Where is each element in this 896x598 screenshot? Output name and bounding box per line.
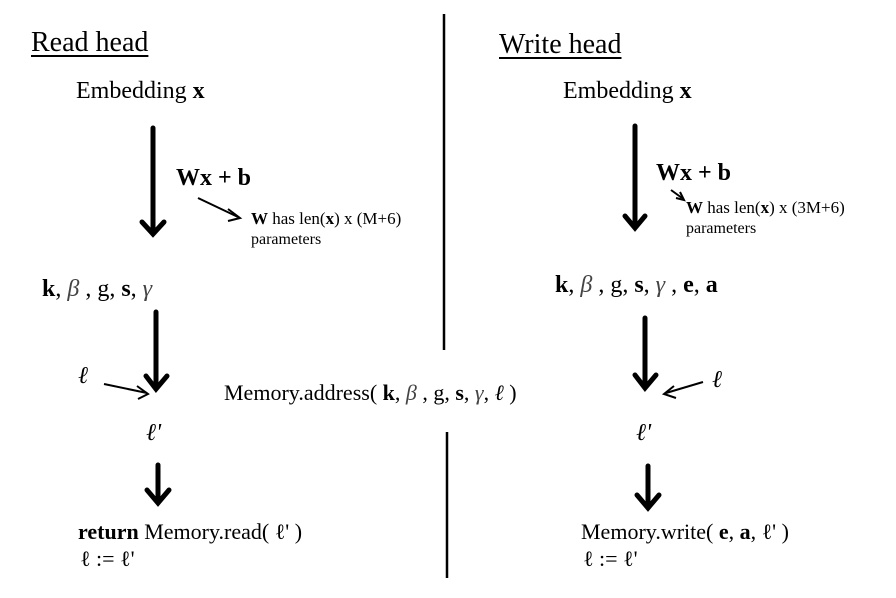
address-param-ell: ℓ xyxy=(494,380,504,405)
read-arrow-embedding-to-params xyxy=(139,125,167,238)
read-return-line: return Memory.read( ℓ' ) xyxy=(78,521,302,543)
write-ell-input: ℓ xyxy=(712,367,722,393)
address-close: ) xyxy=(509,380,517,405)
address-param-s: s xyxy=(455,380,464,405)
read-embedding-x: x xyxy=(192,78,205,104)
write-arrow-ell-in xyxy=(661,381,704,399)
read-w-note-line1: W has len(x) x (M+6) xyxy=(251,210,401,227)
write-embedding-label: Embedding x xyxy=(563,79,692,103)
write-param-list: k, β , g, s, γ , e, a xyxy=(555,272,718,298)
read-param-gamma: γ xyxy=(142,276,153,302)
write-ell-prime: ℓ' xyxy=(636,420,652,446)
write-param-a: a xyxy=(705,272,718,298)
read-param-list: k, β , g, s, γ xyxy=(42,276,153,302)
address-param-k: k xyxy=(382,380,395,405)
read-arrow-ell-in xyxy=(103,383,150,400)
read-param-k: k xyxy=(42,276,56,302)
write-call-e: e xyxy=(718,519,729,544)
read-ell-prime: ℓ' xyxy=(146,420,162,446)
address-param-gamma: γ xyxy=(474,380,484,405)
write-embedding-x: x xyxy=(679,78,692,104)
read-embedding-word: Embedding xyxy=(76,78,187,104)
write-param-gamma: γ xyxy=(655,272,666,298)
read-return-keyword: return xyxy=(78,519,139,544)
write-arrow-params-to-ell xyxy=(632,315,659,392)
write-param-k: k xyxy=(555,272,569,298)
memory-address-call: Memory.address( k, β , g, s, γ, ℓ ) xyxy=(224,380,517,405)
write-arrow-ell-to-write xyxy=(634,463,662,512)
read-arrow-ell-to-return xyxy=(144,462,172,507)
read-param-g: g xyxy=(97,276,110,302)
read-linear-label: Wx + b xyxy=(176,165,252,191)
write-call-prefix: Memory.write( xyxy=(581,519,714,544)
write-w-x: x xyxy=(760,198,770,217)
write-w-note-parameters: parameters xyxy=(686,220,757,237)
read-embedding-label: Embedding x xyxy=(76,79,205,103)
read-memory-read-call: Memory.read( ℓ' ) xyxy=(144,519,303,544)
write-w-note-line1: W has len(x) x (3M+6) xyxy=(686,199,845,216)
write-assign: ℓ := ℓ' xyxy=(583,546,638,571)
write-param-beta: β xyxy=(580,272,593,298)
write-param-e: e xyxy=(683,272,694,298)
read-w-has-len: has len( xyxy=(272,209,326,228)
write-w-dim: ) x (3M+6) xyxy=(769,198,845,217)
write-call-line: Memory.write( e, a, ℓ' ) xyxy=(581,519,789,544)
write-w-symbol: W xyxy=(686,198,703,217)
read-w-symbol: W xyxy=(251,209,268,228)
write-embedding-word: Embedding xyxy=(563,78,674,104)
write-param-g: g xyxy=(610,272,623,298)
address-param-beta: β xyxy=(405,380,417,405)
read-param-beta: β xyxy=(67,276,80,302)
write-param-s: s xyxy=(634,272,644,298)
write-call-suffix: ℓ' ) xyxy=(761,519,789,544)
read-w-x: x xyxy=(325,209,335,228)
read-w-note-parameters: parameters xyxy=(251,231,322,248)
address-prefix: Memory.address( xyxy=(224,380,378,405)
write-call-a: a xyxy=(739,519,751,544)
read-arrow-linear-to-w xyxy=(197,197,243,222)
address-param-g: g xyxy=(433,380,445,405)
read-arrow-params-to-ell xyxy=(143,309,170,393)
write-linear-label: Wx + b xyxy=(656,160,732,186)
read-w-dim: ) x (M+6) xyxy=(334,209,402,228)
write-arrow-embedding-to-params xyxy=(622,123,648,232)
write-arrow-linear-to-w xyxy=(670,189,686,202)
write-head-title: Write head xyxy=(499,29,622,60)
read-param-s: s xyxy=(121,276,131,302)
read-head-title: Read head xyxy=(31,27,149,58)
read-ell-input: ℓ xyxy=(78,363,88,389)
write-w-has-len: has len( xyxy=(707,198,761,217)
read-assign: ℓ := ℓ' xyxy=(80,546,135,571)
